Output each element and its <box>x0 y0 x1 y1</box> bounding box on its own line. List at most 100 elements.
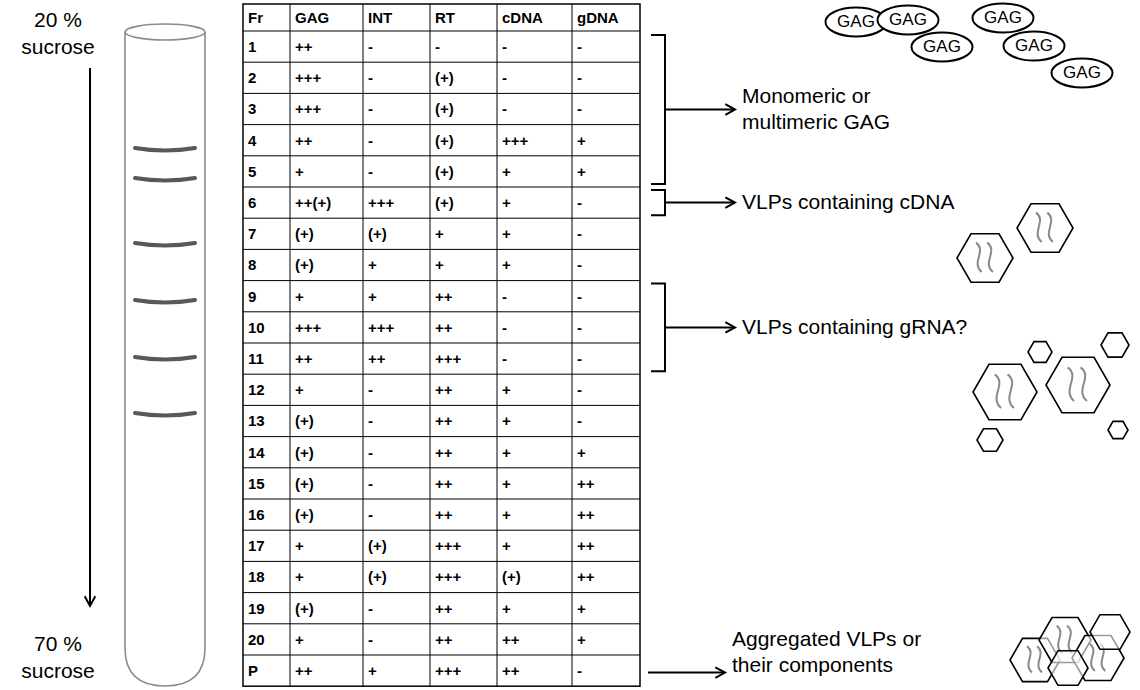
oval-outline <box>973 4 1034 33</box>
table-cell: - <box>502 343 570 374</box>
protein-label: GAG <box>923 37 961 57</box>
table-cell: +++ <box>502 125 570 156</box>
table-border <box>243 4 640 686</box>
vlp-hexagon <box>1101 333 1129 357</box>
genome-strand <box>1037 646 1042 672</box>
table-cell: 15 <box>248 468 288 499</box>
genome-strand <box>1067 626 1072 653</box>
bracket-arrow-shaft <box>665 326 735 328</box>
table-header: RT <box>435 4 495 31</box>
protein-label: GAG <box>984 8 1022 28</box>
genome-strand <box>976 243 982 272</box>
table-cell: - <box>368 468 428 499</box>
table-cell: - <box>577 374 638 405</box>
oval-outline <box>1004 32 1065 61</box>
table-cell: 13 <box>248 405 288 436</box>
genome-strand <box>987 243 993 272</box>
vlp-outline <box>977 429 1003 452</box>
table-cell: + <box>502 249 570 280</box>
bracket-arrow-shaft <box>665 202 735 204</box>
table-cell: 11 <box>248 343 288 374</box>
gag-oval: GAG <box>971 2 1035 34</box>
gag-oval: GAG <box>876 4 940 36</box>
gradient-arrow-head <box>85 596 96 606</box>
gradient-arrow-shaft <box>89 68 91 606</box>
vlp-outline <box>1046 357 1110 412</box>
bracket-arrow-head <box>725 197 735 208</box>
table-cell: 2 <box>248 62 288 93</box>
table-cell: - <box>577 312 638 343</box>
table-cell: 7 <box>248 218 288 249</box>
table-cell: 5 <box>248 156 288 187</box>
fraction-annotation: VLPs containing cDNA <box>742 189 1012 215</box>
vlp-outline <box>1028 342 1052 363</box>
oval-body: GAG <box>876 4 940 36</box>
table-row-line <box>243 187 640 188</box>
table-cell: 18 <box>248 561 288 592</box>
table-cell: (+) <box>435 125 495 156</box>
table-cell: ++ <box>435 468 495 499</box>
table-cell: - <box>577 343 638 374</box>
table-cell: + <box>502 593 570 624</box>
table-cell: - <box>368 405 428 436</box>
table-cell: + <box>368 655 428 686</box>
table-cell: 6 <box>248 187 288 218</box>
table-cell: ++ <box>435 624 495 655</box>
table-row-line <box>243 374 640 375</box>
bracket-arrow <box>665 197 735 208</box>
gradient-label: 20 % sucrose <box>4 6 112 61</box>
table-cell: (+) <box>368 530 428 561</box>
table-row-line <box>243 530 640 531</box>
bracket-arrow-shaft <box>665 109 735 111</box>
table-cell: + <box>502 530 570 561</box>
table-cell: (+) <box>295 249 361 280</box>
table-cell: + <box>368 249 428 280</box>
table-cell: + <box>502 374 570 405</box>
table-cell: +++ <box>295 93 361 124</box>
table-cell: - <box>502 31 570 62</box>
protein-label: GAG <box>889 10 927 30</box>
oval-body: GAG <box>1050 57 1114 89</box>
table-cell: + <box>577 156 638 187</box>
table-cell: 16 <box>248 499 288 530</box>
table-cell: ++ <box>502 624 570 655</box>
table-cell: (+) <box>295 593 361 624</box>
gradient-band <box>135 413 195 416</box>
table-header: cDNA <box>502 4 570 31</box>
table-cell: ++ <box>435 593 495 624</box>
table-column-line <box>290 4 291 686</box>
table-cell: - <box>502 62 570 93</box>
bracket-arrow-head <box>725 322 735 333</box>
protein-label: GAG <box>1063 63 1101 83</box>
table-cell: ++ <box>435 405 495 436</box>
table-cell: - <box>502 281 570 312</box>
genome-strand <box>1036 213 1042 242</box>
gag-oval: GAG <box>910 31 974 63</box>
pellet-arrow-head <box>715 667 725 678</box>
table-cell: + <box>295 561 361 592</box>
table-cell: ++ <box>435 281 495 312</box>
table-cell: 12 <box>248 374 288 405</box>
table-cell: - <box>502 312 570 343</box>
table-cell: - <box>368 624 428 655</box>
oval-outline <box>912 33 973 62</box>
table-row-line <box>243 124 640 125</box>
table-cell: + <box>502 499 570 530</box>
table-row-line <box>243 467 640 468</box>
table-row-line <box>243 405 640 406</box>
gag-oval: GAG <box>1050 57 1114 89</box>
table-cell: (+) <box>435 93 495 124</box>
genome-strand <box>1047 213 1053 242</box>
gag-oval: GAG <box>824 6 888 38</box>
table-cell: ++ <box>577 468 638 499</box>
table-cell: +++ <box>435 343 495 374</box>
vlp-outline <box>1101 333 1129 357</box>
table-row-line <box>243 655 640 656</box>
table-cell: - <box>502 93 570 124</box>
table-cell: - <box>368 31 428 62</box>
table-cell: 20 <box>248 624 288 655</box>
vlp-outline <box>1090 615 1130 650</box>
table-cell: +++ <box>435 530 495 561</box>
table-row-line <box>243 311 640 312</box>
